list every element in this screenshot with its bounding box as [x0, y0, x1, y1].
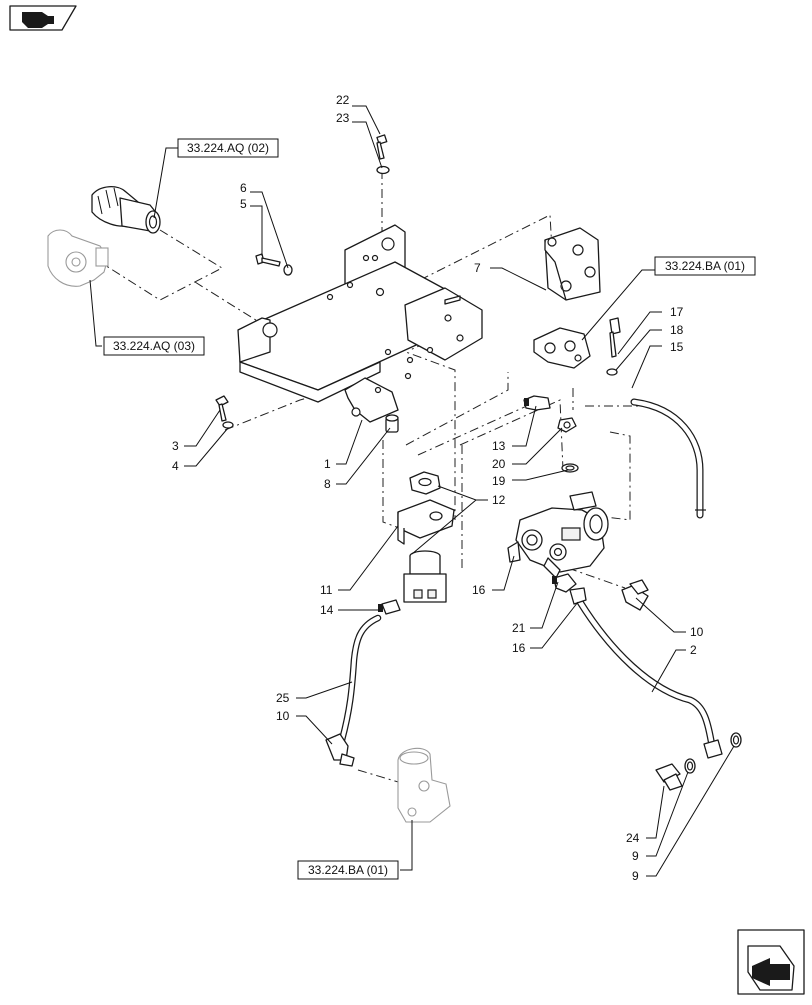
callout-5: 5: [240, 197, 247, 211]
callout-10a: 10: [690, 625, 704, 639]
hose-part-2: [569, 587, 723, 759]
bolt-part-5: [255, 253, 293, 276]
callout-13: 13: [492, 439, 506, 453]
callout-2: 2: [690, 643, 697, 657]
svg-text:33.224.AQ (02): 33.224.AQ (02): [187, 141, 269, 155]
side-bracket-part: [544, 227, 601, 301]
coupling-ghost-part: [47, 229, 109, 287]
fitting-part-21: [552, 573, 577, 593]
callout-3: 3: [172, 439, 179, 453]
callout-18: 18: [670, 323, 684, 337]
callout-1: 1: [324, 457, 331, 471]
leader-lines: [89, 105, 735, 877]
nut-part-8: [385, 414, 399, 433]
callout-16b: 16: [512, 641, 526, 655]
callout-25: 25: [276, 691, 290, 705]
reference-label-aq02[interactable]: 33.224.AQ (02): [177, 138, 279, 158]
callout-4: 4: [172, 459, 179, 473]
callout-17: 17: [670, 305, 684, 319]
callout-15: 15: [670, 340, 684, 354]
elbow-part-10-left: [325, 733, 355, 767]
callout-14: 14: [320, 603, 334, 617]
callout-11: 11: [320, 583, 333, 597]
reference-label-ba01-top[interactable]: 33.224.BA (01): [654, 256, 756, 276]
o-ring-part-9b: [730, 732, 742, 748]
bolt-part-23: [376, 134, 390, 175]
mount-plate-part-11: [397, 499, 455, 545]
callout-7: 7: [474, 261, 481, 275]
fitting-part-13: [523, 395, 551, 411]
callout-22: 22: [336, 93, 350, 107]
main-bracket-part: [237, 224, 483, 423]
callout-21: 21: [512, 621, 526, 635]
nut-part-12: [409, 471, 441, 495]
callout-16a: 16: [472, 583, 486, 597]
callout-19: 19: [492, 474, 506, 488]
next-page-icon[interactable]: [737, 929, 805, 995]
callout-labels: 22 23 6 5 7 17 18 15 3 4 1 8 13 20 19 12…: [172, 93, 704, 883]
main-valve-part: [507, 491, 609, 579]
callout-6: 6: [240, 181, 247, 195]
fitting-part-24: [655, 763, 683, 791]
reference-label-ba01-bottom[interactable]: 33.224.BA (01): [297, 860, 399, 880]
callout-23: 23: [336, 111, 350, 125]
coupling-part: [91, 186, 161, 234]
filter-part: [403, 550, 447, 603]
elbow-part-10-right: [621, 579, 649, 611]
valve-block-part: [533, 327, 591, 369]
callout-9a: 9: [632, 849, 639, 863]
reference-label-aq03[interactable]: 33.224.AQ (03): [103, 336, 205, 356]
nut-part-20: [557, 417, 577, 433]
callout-24: 24: [626, 831, 640, 845]
previous-page-icon[interactable]: [9, 5, 77, 31]
hose-part-25: [338, 614, 382, 744]
callout-10b: 10: [276, 709, 290, 723]
svg-text:33.224.BA (01): 33.224.BA (01): [665, 259, 745, 273]
svg-text:33.224.AQ (03): 33.224.AQ (03): [113, 339, 195, 353]
callout-9b: 9: [632, 869, 639, 883]
callout-8: 8: [324, 477, 331, 491]
o-ring-part-9a: [684, 758, 696, 774]
hose-part-15: [630, 398, 706, 519]
valve-ghost-part: [397, 747, 451, 823]
callout-20: 20: [492, 457, 506, 471]
callout-12: 12: [492, 493, 506, 507]
svg-text:33.224.BA (01): 33.224.BA (01): [308, 863, 388, 877]
elbow-part-14: [378, 599, 401, 615]
bolt-part-17: [606, 317, 621, 376]
